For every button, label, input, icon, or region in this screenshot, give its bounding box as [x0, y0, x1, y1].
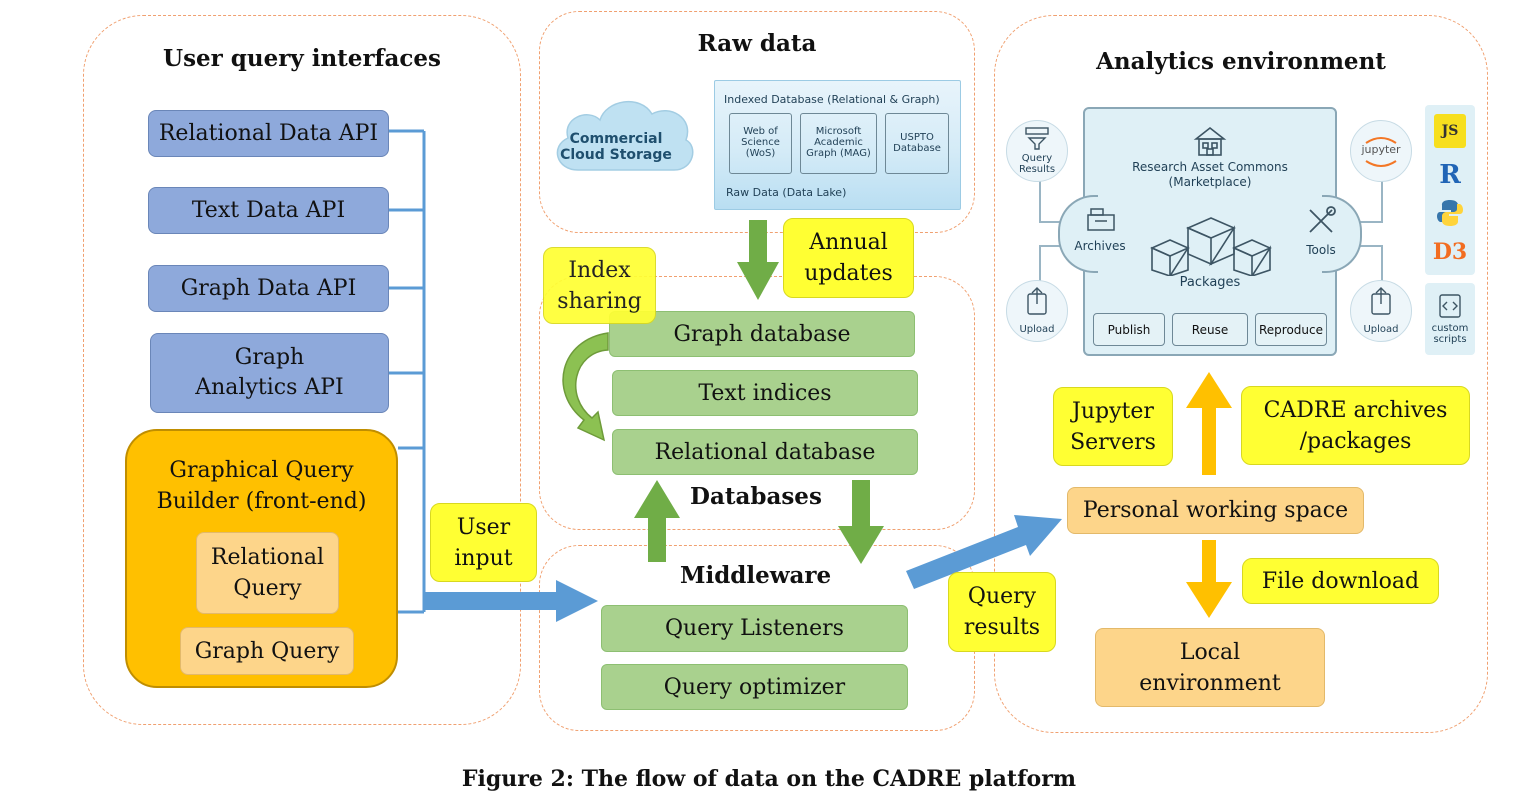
query-results-callout: Query results — [948, 572, 1056, 652]
mag-source: Microsoft Academic Graph (MAG) — [800, 113, 877, 174]
graph-data-api[interactable]: Graph Data API — [148, 265, 389, 312]
indexed-database-block — [714, 80, 961, 210]
reproduce-button[interactable]: Reproduce — [1255, 313, 1327, 346]
custom-scripts-label: custom scripts — [1431, 323, 1469, 345]
packages-icon — [1150, 217, 1272, 276]
uspto-source: USPTO Database — [885, 113, 949, 174]
javascript-icon: JS — [1434, 114, 1466, 148]
tools-icon — [1309, 206, 1336, 233]
reuse-button[interactable]: Reuse — [1172, 313, 1248, 346]
publish-button[interactable]: Publish — [1093, 313, 1165, 346]
middleware-title: Middleware — [680, 562, 832, 589]
personal-working-space[interactable]: Personal working space — [1067, 487, 1364, 534]
archives-label: Archives — [1074, 239, 1126, 253]
text-data-api[interactable]: Text Data API — [148, 187, 389, 234]
annual-updates-arrow — [737, 220, 779, 300]
relational-data-api[interactable]: Relational Data API — [148, 110, 389, 157]
file-download-arrow — [1186, 540, 1232, 618]
local-environment[interactable]: Local environment — [1095, 628, 1325, 707]
user-query-panel — [83, 15, 521, 725]
workspace-to-rac-arrow — [1186, 372, 1232, 475]
cloud-icon — [556, 100, 694, 171]
query-results-arrow — [906, 515, 1062, 589]
file-download-callout: File download — [1242, 558, 1439, 604]
query-results-icon-label: Query Results — [1018, 153, 1056, 175]
d3-icon: D3 — [1432, 239, 1468, 265]
jupyter-circle — [1350, 120, 1412, 182]
annual-updates-callout: Annual updates — [783, 218, 914, 298]
query-results-circle — [1006, 120, 1068, 182]
relational-database[interactable]: Relational database — [612, 429, 918, 475]
raw-data-title: Raw data — [697, 30, 817, 57]
python-icon — [1437, 200, 1463, 226]
building-icon — [1193, 126, 1227, 156]
api-connector-lines — [389, 129, 426, 614]
jupyter-logo: jupyter — [1361, 143, 1401, 156]
indexed-database-label: Indexed Database (Relational & Graph) — [724, 93, 940, 106]
graph-database[interactable]: Graph database — [609, 311, 915, 357]
script-file-icon — [1439, 294, 1461, 318]
user-query-title: User query interfaces — [163, 45, 441, 72]
graph-analytics-api[interactable]: Graph Analytics API — [150, 333, 389, 413]
cadre-archives-callout: CADRE archives /packages — [1241, 386, 1470, 465]
figure-caption: Figure 2: The flow of data on the CADRE … — [461, 766, 1077, 792]
wos-source: Web of Science (WoS) — [729, 113, 792, 174]
relational-query-box[interactable]: Relational Query — [196, 532, 339, 614]
r-language-icon: R — [1439, 160, 1461, 190]
user-input-arrow — [424, 580, 598, 622]
middleware-to-db-arrow — [634, 480, 680, 562]
db-to-middleware-arrow — [838, 480, 884, 564]
graph-query-box[interactable]: Graph Query — [180, 627, 354, 675]
text-indices[interactable]: Text indices — [612, 370, 918, 416]
upload-right-label: Upload — [1363, 324, 1399, 335]
analytics-panel — [994, 15, 1488, 733]
index-sharing-arrow — [562, 332, 609, 442]
upload-left-label: Upload — [1019, 324, 1055, 335]
jupyter-servers-callout: Jupyter Servers — [1053, 387, 1173, 466]
query-filter-icon — [1025, 127, 1049, 150]
packages-label: Packages — [1179, 275, 1241, 290]
cloud-storage-label: Commercial Cloud Storage — [560, 131, 672, 163]
upload-right-icon — [1371, 287, 1391, 315]
query-optimizer[interactable]: Query optimizer — [601, 664, 908, 710]
archives-icon — [1087, 208, 1115, 231]
tools-label: Tools — [1306, 243, 1336, 257]
index-sharing-callout: Index sharing — [543, 247, 656, 324]
rac-title: Research Asset Commons (Marketplace) — [1132, 160, 1288, 189]
data-lake-label: Raw Data (Data Lake) — [726, 186, 847, 199]
upload-left-icon — [1027, 287, 1047, 315]
query-builder-title: Graphical Query Builder (front-end) — [156, 458, 367, 514]
user-input-callout: User input — [430, 503, 537, 582]
jupyter-orbit-icon — [1365, 137, 1397, 167]
analytics-title: Analytics environment — [1096, 48, 1386, 75]
databases-title: Databases — [690, 483, 822, 510]
query-listeners[interactable]: Query Listeners — [601, 605, 908, 652]
